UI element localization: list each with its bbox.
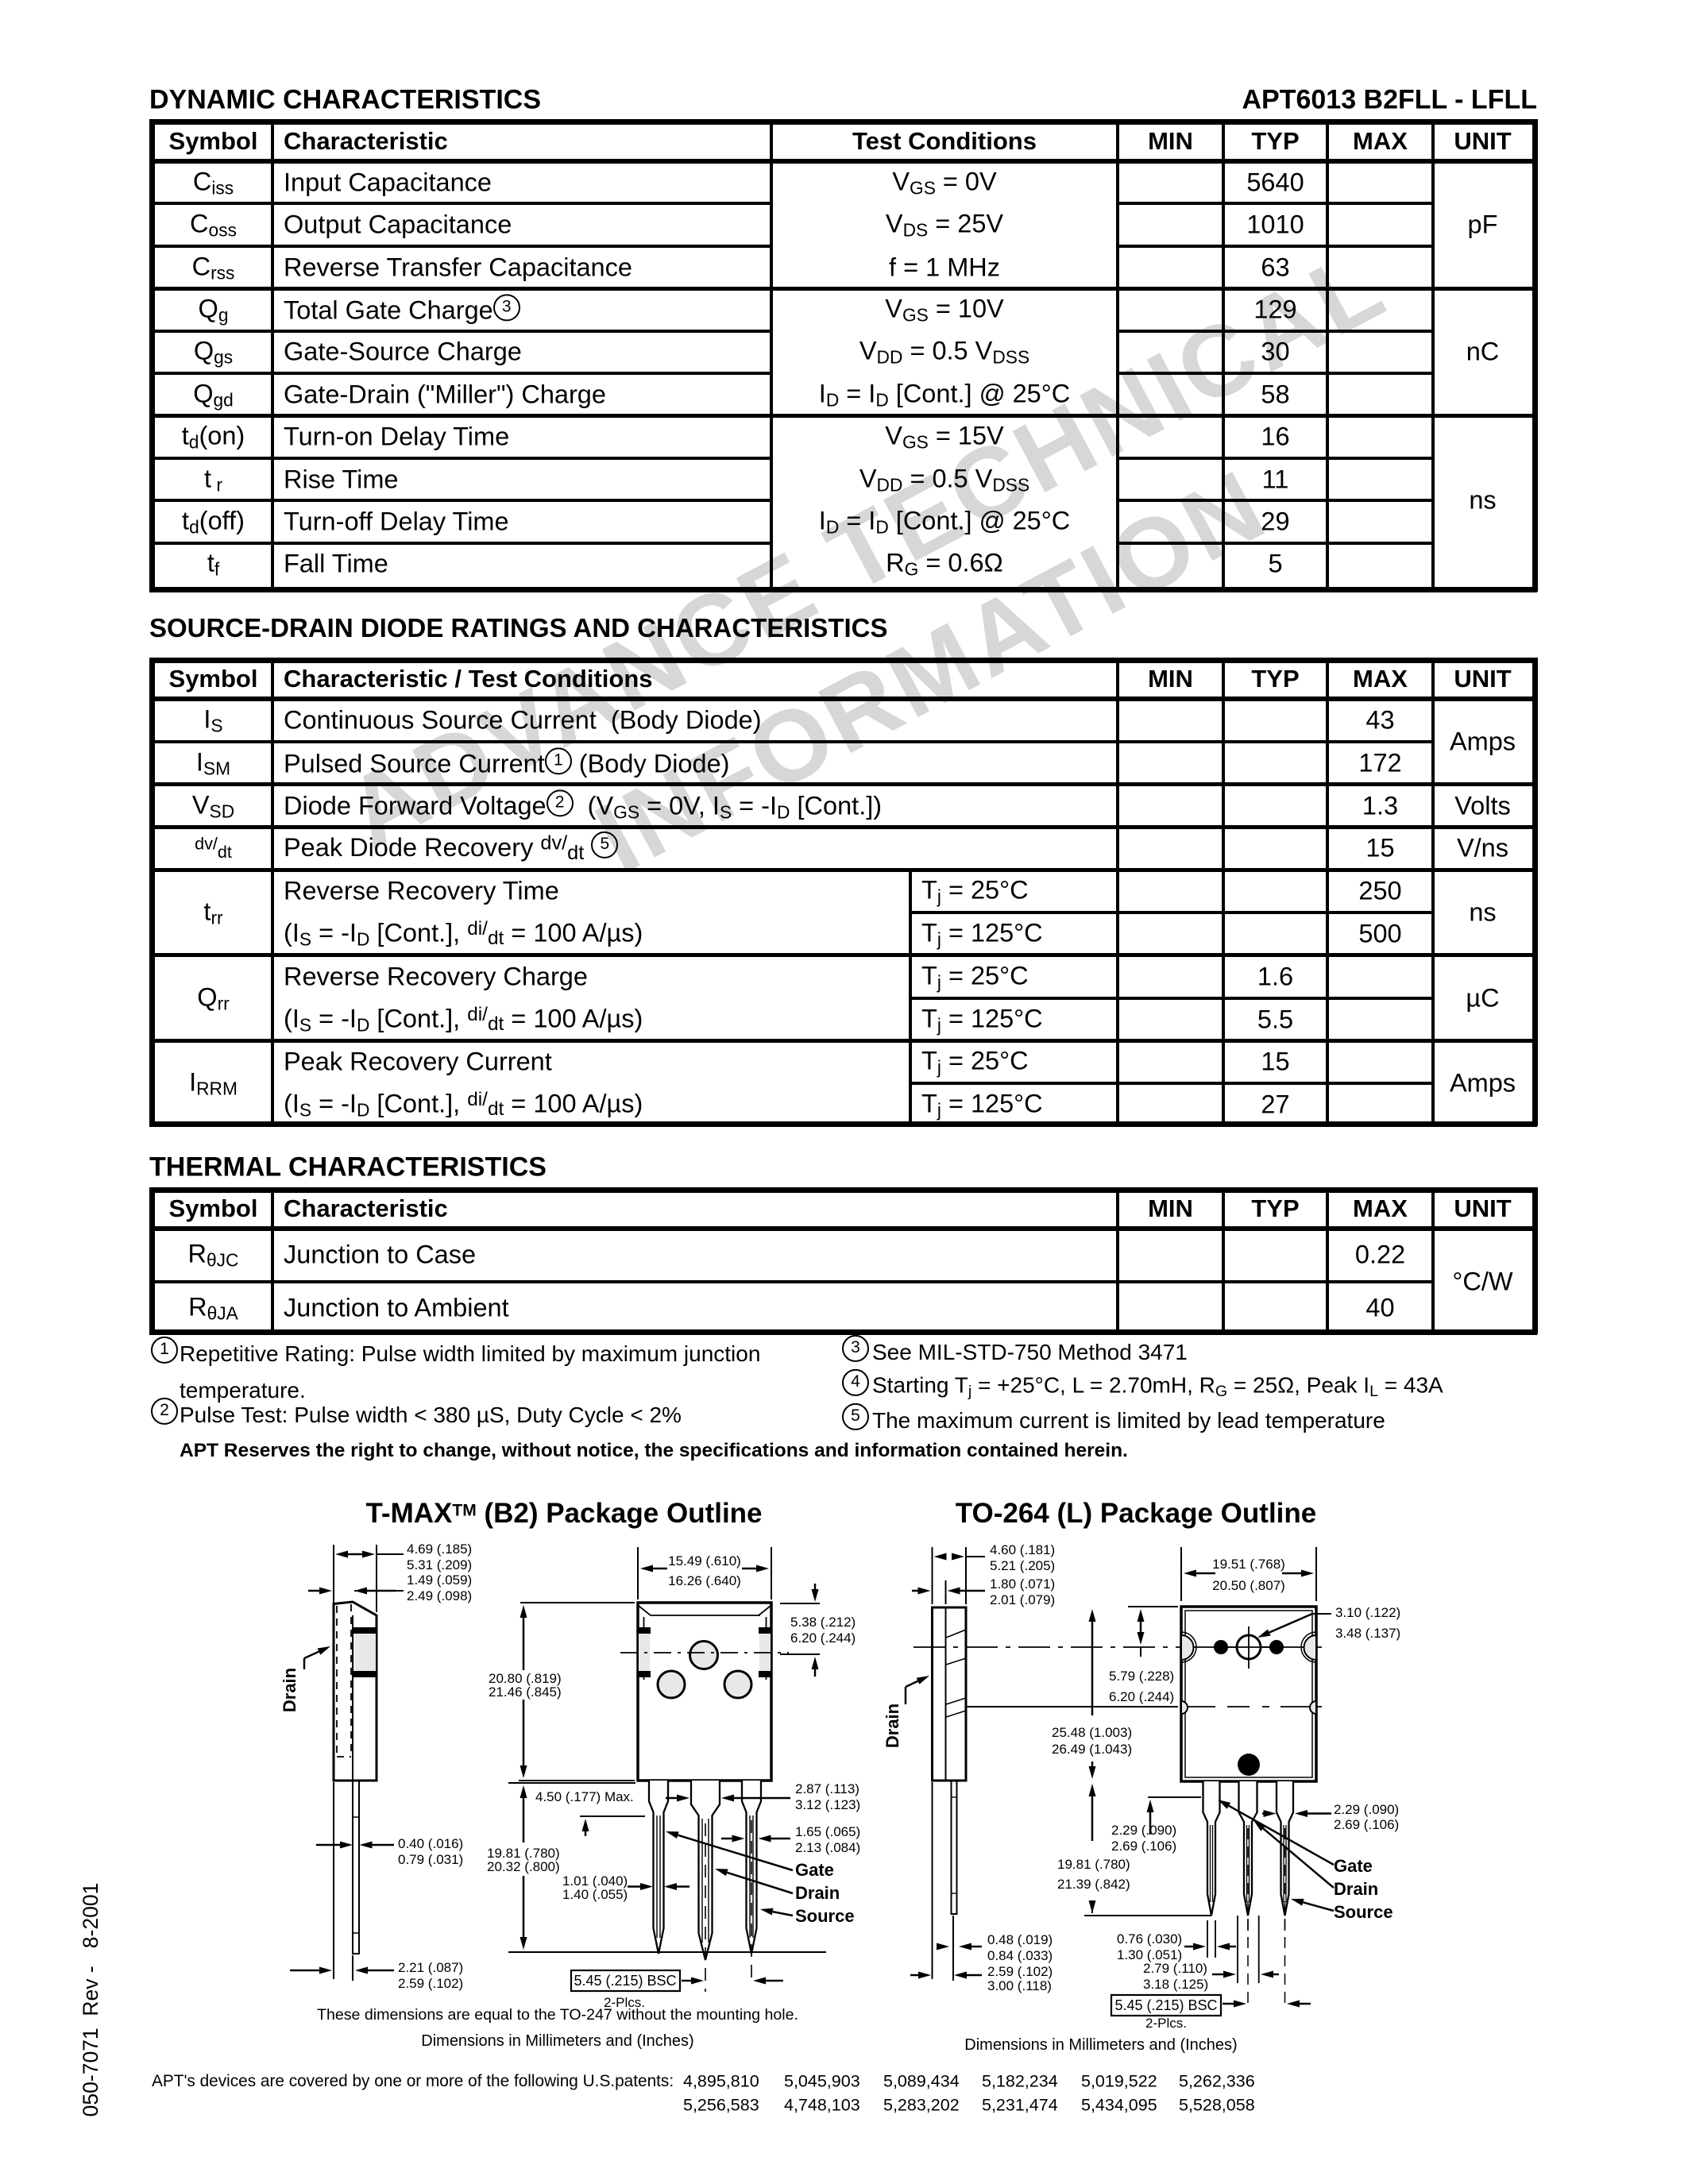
svg-text:5.31 (.209): 5.31 (.209)	[407, 1557, 472, 1572]
svg-text:21.39 (.842): 21.39 (.842)	[1057, 1877, 1130, 1892]
svg-text:2.79 (.110): 2.79 (.110)	[1143, 1961, 1207, 1976]
svg-text:2.29 (.090): 2.29 (.090)	[1334, 1802, 1399, 1817]
svg-text:Source: Source	[1334, 1902, 1393, 1922]
svg-text:5.45 (.215) BSC: 5.45 (.215) BSC	[1114, 1997, 1217, 2013]
svg-text:6.20 (.244): 6.20 (.244)	[790, 1630, 856, 1646]
svg-text:1.30 (.051): 1.30 (.051)	[1117, 1947, 1182, 1962]
svg-text:0.79 (.031): 0.79 (.031)	[398, 1852, 463, 1867]
svg-text:20.80 (.819): 20.80 (.819)	[489, 1671, 562, 1686]
svg-text:0.84 (.033): 0.84 (.033)	[987, 1948, 1053, 1963]
svg-text:6.20 (.244): 6.20 (.244)	[1109, 1689, 1174, 1704]
svg-text:15.49 (.610): 15.49 (.610)	[668, 1553, 741, 1569]
svg-text:2.13 (.084): 2.13 (.084)	[795, 1840, 860, 1855]
svg-text:2.29 (.090): 2.29 (.090)	[1111, 1823, 1176, 1838]
svg-text:5.21 (.205): 5.21 (.205)	[990, 1558, 1055, 1573]
svg-text:0.76 (.030): 0.76 (.030)	[1117, 1931, 1182, 1947]
svg-text:20.32 (.800): 20.32 (.800)	[487, 1859, 560, 1874]
svg-text:19.81 (.780): 19.81 (.780)	[487, 1846, 560, 1861]
svg-text:2.69 (.106): 2.69 (.106)	[1111, 1839, 1176, 1854]
svg-text:5.79 (.228): 5.79 (.228)	[1109, 1669, 1174, 1684]
svg-text:Drain: Drain	[1334, 1879, 1378, 1899]
svg-text:5.38 (.212): 5.38 (.212)	[790, 1615, 856, 1630]
svg-text:0.48 (.019): 0.48 (.019)	[987, 1932, 1053, 1947]
svg-text:1.49 (.059): 1.49 (.059)	[407, 1572, 472, 1588]
svg-text:3.10 (.122): 3.10 (.122)	[1335, 1605, 1400, 1620]
svg-text:These dimensions are equal to: These dimensions are equal to the TO-247…	[317, 2006, 798, 2024]
svg-text:Drain: Drain	[795, 1883, 840, 1903]
svg-text:Dimensions in Millimeters and: Dimensions in Millimeters and (Inches)	[421, 2032, 693, 2050]
svg-text:21.46 (.845): 21.46 (.845)	[489, 1684, 562, 1700]
svg-text:1.65 (.065): 1.65 (.065)	[795, 1824, 860, 1839]
svg-text:3.00 (.118): 3.00 (.118)	[987, 1978, 1052, 1993]
svg-text:Gate: Gate	[795, 1860, 834, 1880]
svg-text:Gate: Gate	[1334, 1856, 1373, 1876]
svg-text:2.59 (.102): 2.59 (.102)	[987, 1964, 1053, 1979]
svg-text:2.01 (.079): 2.01 (.079)	[990, 1592, 1055, 1607]
svg-text:3.48 (.137): 3.48 (.137)	[1335, 1626, 1400, 1641]
svg-text:2.59 (.102): 2.59 (.102)	[398, 1976, 463, 1991]
svg-text:4.60 (.181): 4.60 (.181)	[990, 1542, 1055, 1557]
svg-text:26.49 (1.043): 26.49 (1.043)	[1052, 1742, 1132, 1757]
svg-text:1.40 (.055): 1.40 (.055)	[562, 1887, 628, 1902]
svg-text:19.51 (.768): 19.51 (.768)	[1212, 1557, 1285, 1572]
svg-text:2.21 (.087): 2.21 (.087)	[398, 1960, 463, 1975]
svg-text:Source: Source	[795, 1906, 855, 1926]
svg-text:2.69 (.106): 2.69 (.106)	[1334, 1817, 1399, 1832]
svg-text:2-Plcs.: 2-Plcs.	[1145, 2016, 1187, 2031]
svg-text:25.48 (1.003): 25.48 (1.003)	[1052, 1725, 1132, 1740]
svg-text:2-Plcs.: 2-Plcs.	[604, 1995, 645, 2010]
svg-text:3.18 (.125): 3.18 (.125)	[1143, 1977, 1208, 1992]
svg-text:1.80 (.071): 1.80 (.071)	[990, 1576, 1055, 1592]
svg-text:19.81 (.780): 19.81 (.780)	[1057, 1857, 1130, 1872]
svg-text:1.01 (.040): 1.01 (.040)	[562, 1873, 628, 1889]
svg-text:Dimensions in Millimeters and: Dimensions in Millimeters and (Inches)	[964, 2036, 1237, 2054]
svg-text:2.87 (.113): 2.87 (.113)	[795, 1781, 859, 1796]
svg-text:20.50 (.807): 20.50 (.807)	[1212, 1578, 1285, 1593]
svg-text:Drain: Drain	[280, 1668, 299, 1712]
svg-text:4.50 (.177) Max.: 4.50 (.177) Max.	[535, 1789, 634, 1804]
svg-text:3.12 (.123): 3.12 (.123)	[795, 1797, 860, 1812]
svg-text:4.69 (.185): 4.69 (.185)	[407, 1542, 472, 1557]
svg-text:2.49 (.098): 2.49 (.098)	[407, 1588, 472, 1603]
svg-text:5.45 (.215) BSC: 5.45 (.215) BSC	[574, 1973, 676, 1989]
svg-text:0.40 (.016): 0.40 (.016)	[398, 1836, 463, 1851]
svg-text:16.26 (.640): 16.26 (.640)	[668, 1573, 741, 1588]
svg-text:Drain: Drain	[883, 1704, 902, 1748]
